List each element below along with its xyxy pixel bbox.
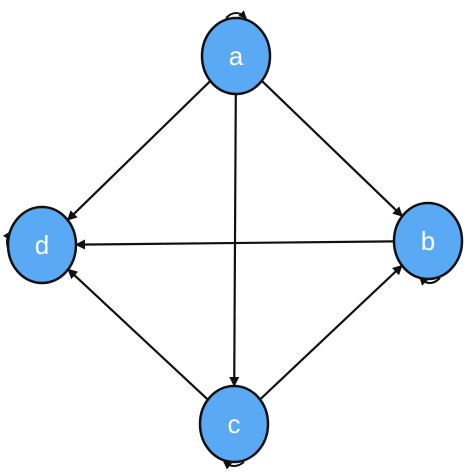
- edges-layer: [66, 80, 404, 401]
- edge-c-to-d: [67, 268, 209, 401]
- nodes-layer: a b c d: [6, 16, 464, 464]
- edge-b-to-d: [74, 239, 395, 250]
- node-label-b: b: [421, 226, 435, 256]
- edge-a-to-c: [229, 93, 240, 388]
- edge-a-to-b: [260, 80, 404, 217]
- self-loop-a: [225, 10, 247, 19]
- node-circle-c: [198, 384, 270, 464]
- node-label-a: a: [229, 41, 244, 71]
- node-label-c: c: [228, 409, 241, 439]
- node-label-d: d: [35, 230, 49, 260]
- node-a: a: [200, 16, 272, 96]
- node-circle-a: [200, 16, 272, 96]
- self-loop-c: [223, 461, 245, 470]
- node-c: c: [198, 384, 270, 464]
- node-circle-b: [392, 201, 464, 281]
- node-circle-d: [6, 205, 78, 285]
- node-d: d: [6, 205, 78, 285]
- edge-a-to-d: [66, 80, 212, 221]
- node-b: b: [392, 201, 464, 281]
- edge-c-to-b: [259, 264, 403, 401]
